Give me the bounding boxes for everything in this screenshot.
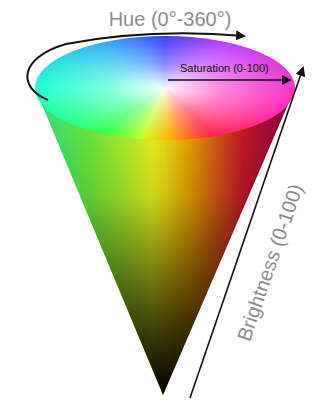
saturation-arrow <box>168 79 290 81</box>
saturation-label: Saturation (0-100) <box>180 62 269 75</box>
hue-label: Hue (0°-360°) <box>109 8 232 31</box>
hue-disk <box>35 36 295 140</box>
